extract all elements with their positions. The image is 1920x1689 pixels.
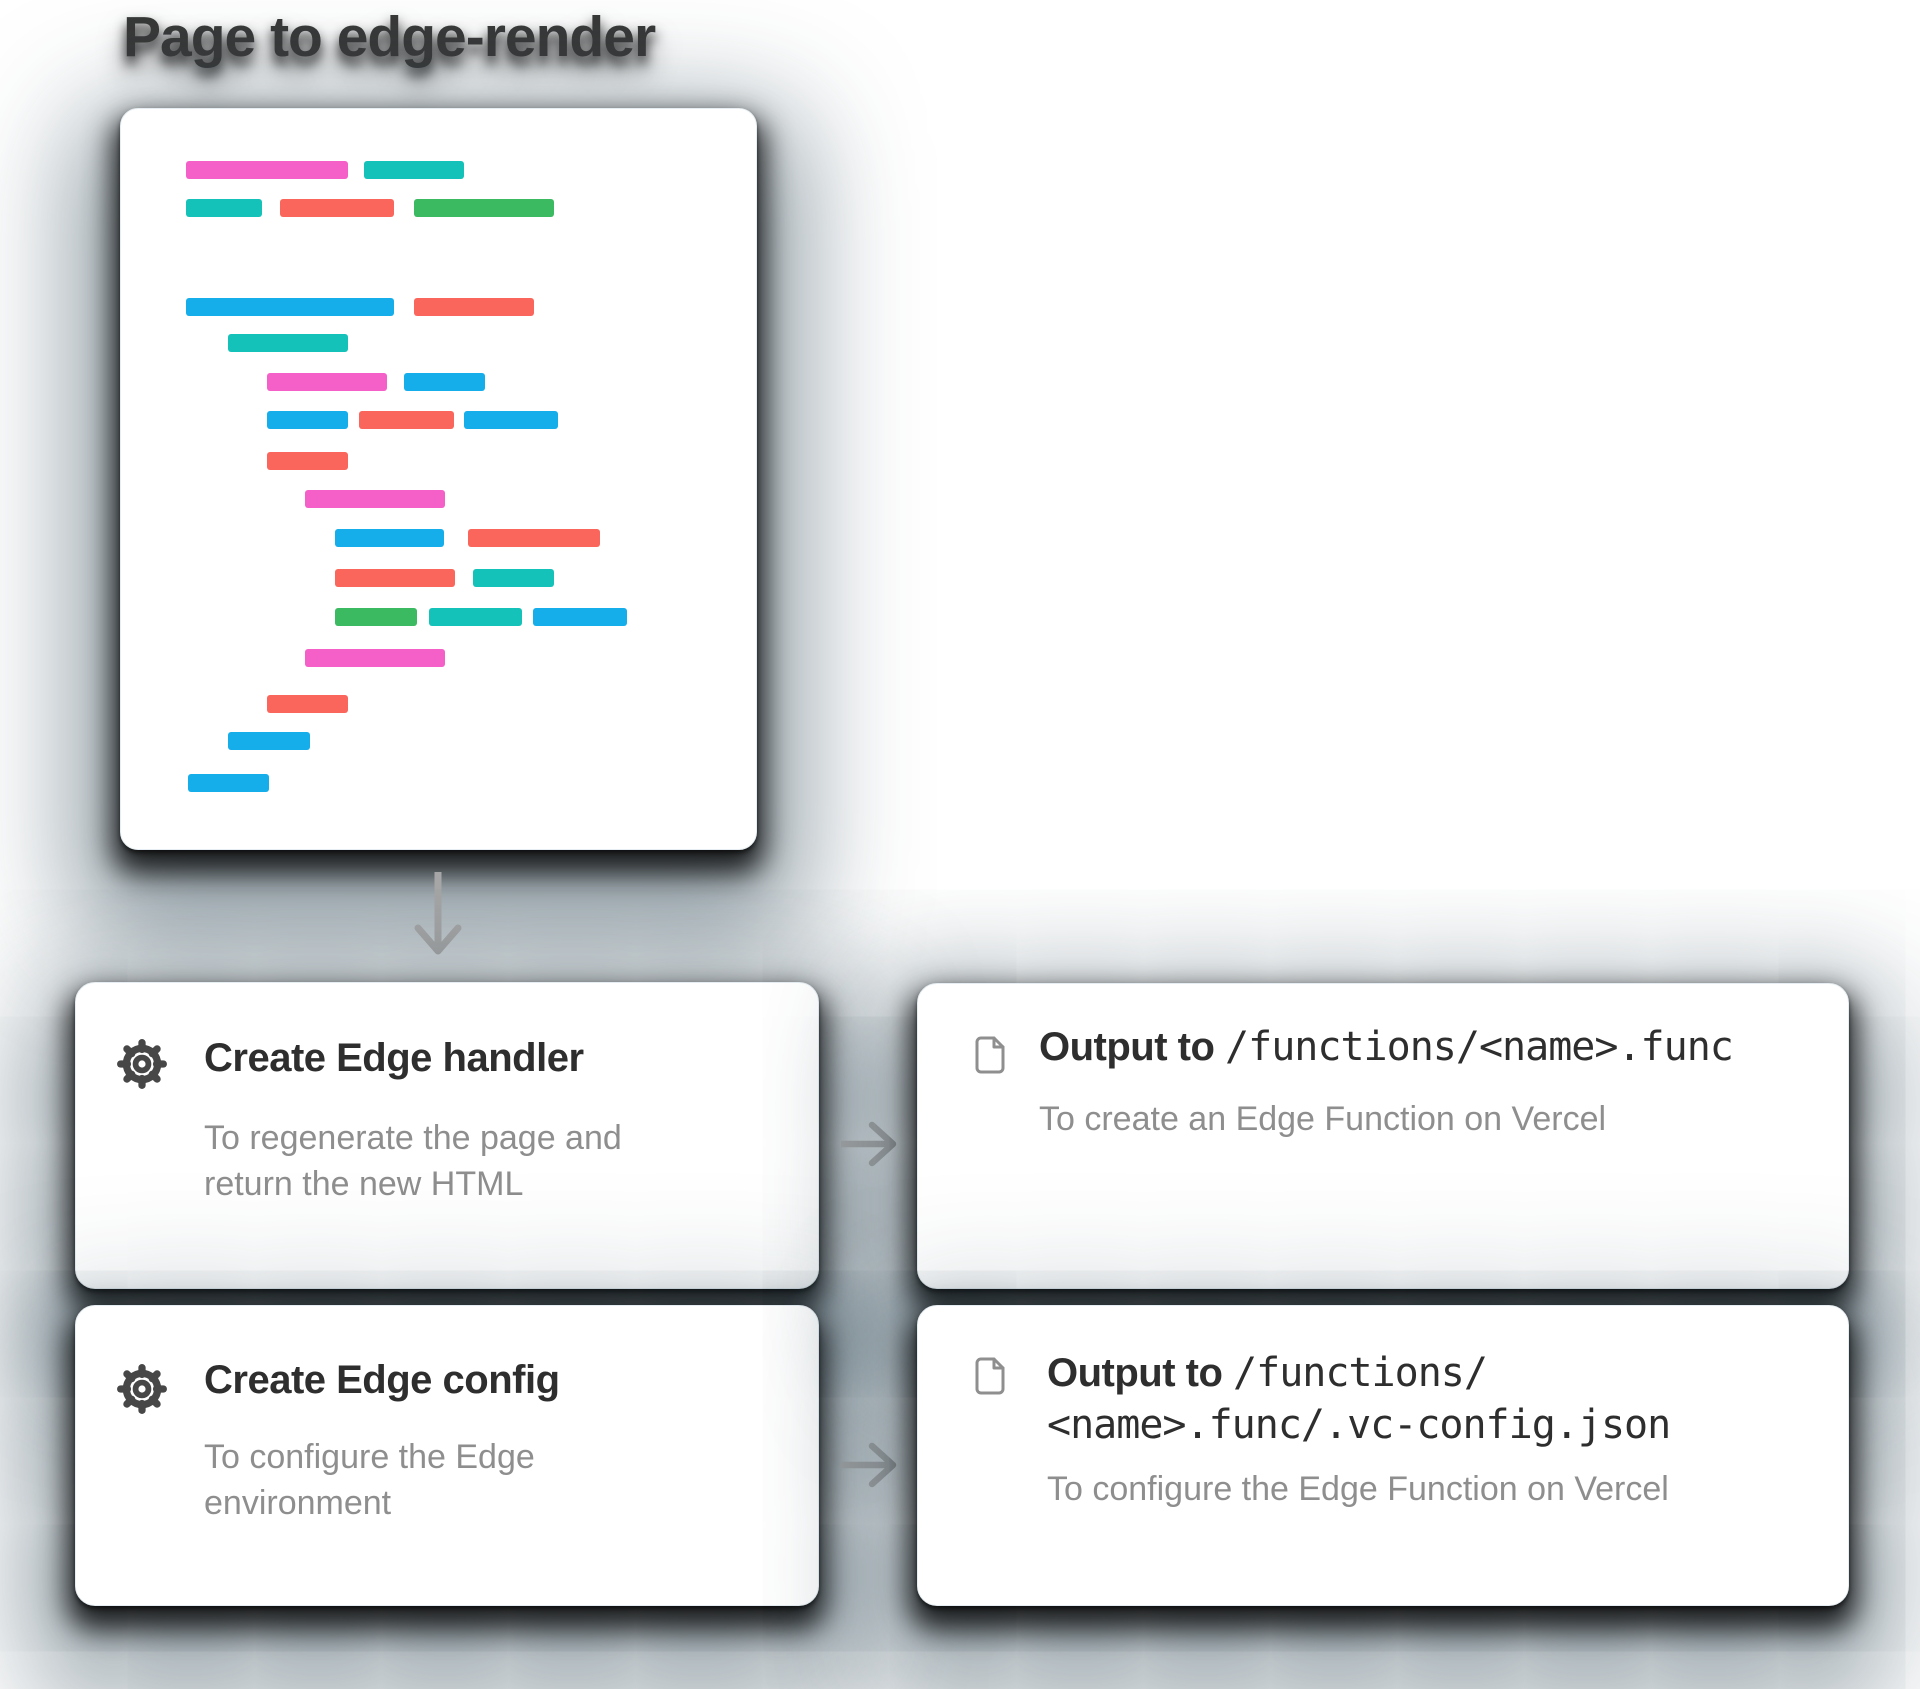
code-bar (468, 529, 600, 547)
output-func-box-description: To create an Edge Function on Vercel (1039, 1100, 1607, 1138)
code-bar (414, 199, 554, 217)
output-func-box: Output to /functions/<name>.func To crea… (917, 983, 1849, 1289)
code-bar (280, 199, 394, 217)
gear-icon (116, 1038, 168, 1090)
code-bar (473, 569, 554, 587)
page-source-card (120, 108, 757, 850)
code-bar (305, 649, 445, 667)
handler-box-title: Create Edge handler (204, 1036, 584, 1080)
code-bar (335, 608, 417, 626)
code-bar (267, 695, 348, 713)
code-bar (335, 569, 455, 587)
code-bar (228, 334, 348, 352)
code-bar (359, 411, 454, 429)
code-bar (188, 774, 269, 792)
code-bar (533, 608, 627, 626)
code-bar (267, 411, 348, 429)
code-bar (186, 298, 394, 316)
code-bar (228, 732, 310, 750)
code-bar (429, 608, 522, 626)
code-bar (267, 373, 387, 391)
handler-box-description: To regenerate the page and return the ne… (204, 1119, 622, 1203)
file-icon (973, 1035, 1007, 1075)
gear-icon (116, 1363, 168, 1415)
code-bar (404, 373, 485, 391)
arrow-right-icon (838, 1440, 900, 1490)
diagram-title: Page to edge-render (123, 5, 656, 69)
output-config-box: Output to /functions/ <name>.func/.vc-co… (917, 1305, 1849, 1606)
output-config-box-title: Output to /functions/ <name>.func/.vc-co… (1047, 1350, 1671, 1448)
code-bar (464, 411, 558, 429)
code-bar (186, 199, 262, 217)
config-box-description: To configure the Edge environment (204, 1438, 535, 1522)
code-bar (305, 490, 445, 508)
code-bar (267, 452, 348, 470)
arrow-right-icon (838, 1119, 900, 1169)
create-edge-handler-box: Create Edge handler To regenerate the pa… (75, 982, 819, 1289)
code-bar (364, 161, 464, 179)
output-config-box-description: To configure the Edge Function on Vercel (1047, 1470, 1669, 1508)
create-edge-config-box: Create Edge config To configure the Edge… (75, 1305, 819, 1606)
arrow-down-icon (410, 870, 466, 958)
code-bar (186, 161, 348, 179)
config-box-title: Create Edge config (204, 1358, 560, 1402)
file-icon (973, 1356, 1007, 1396)
output-func-box-title: Output to /functions/<name>.func (1039, 1024, 1734, 1070)
code-bar (414, 298, 534, 316)
code-bar (335, 529, 444, 547)
